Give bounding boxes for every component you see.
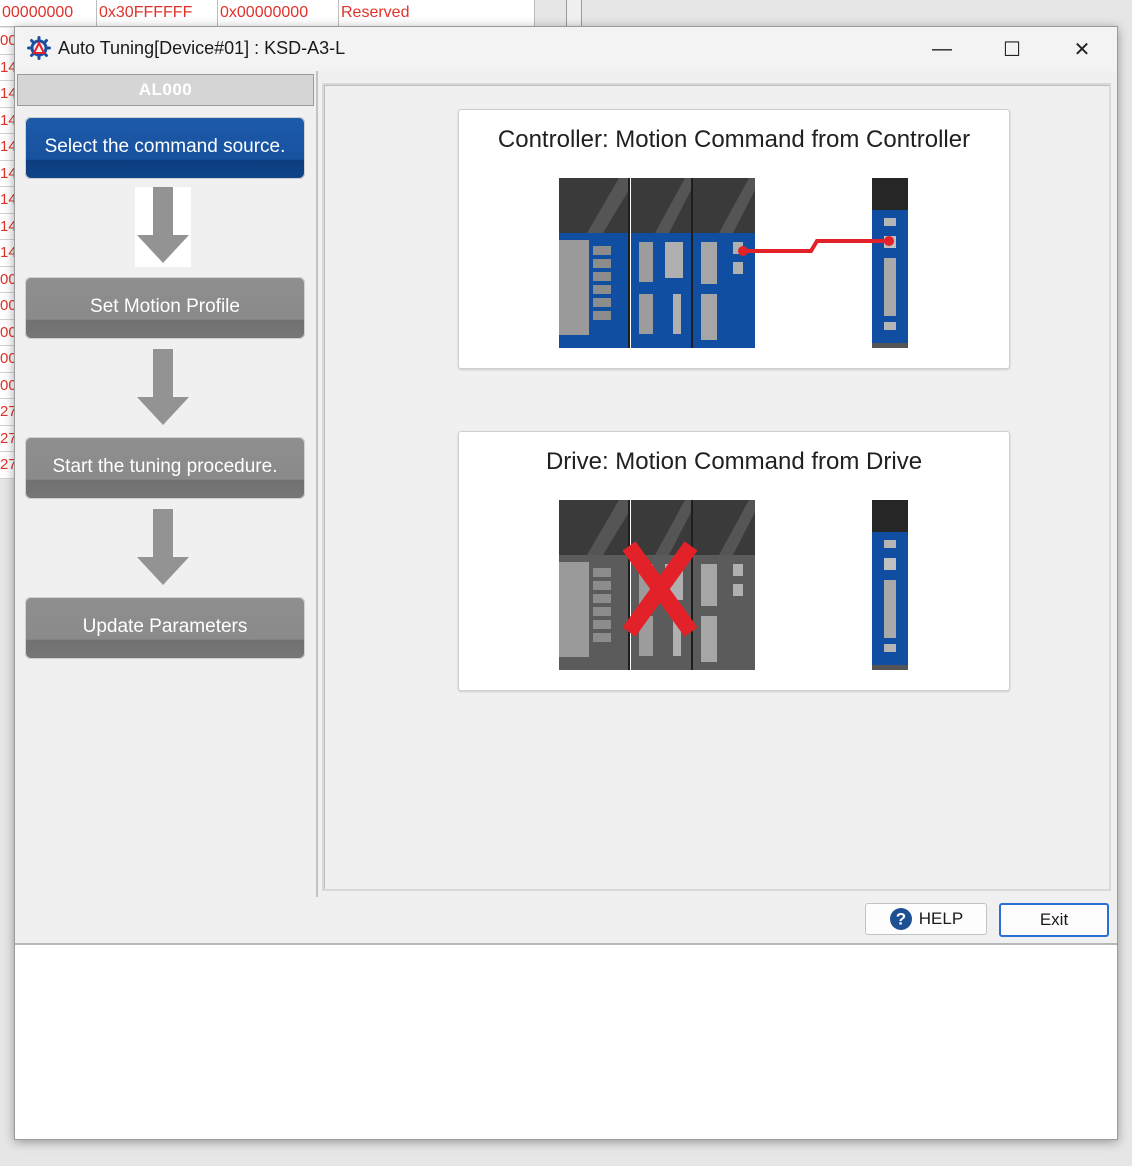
table-cell-fragment: 00 [0,266,14,293]
gear-icon [27,36,51,60]
table-cell-fragment: 14 [0,187,14,214]
table-cell-fragment: 27 [0,452,14,479]
option-title: Drive: Motion Command from Drive [545,448,923,475]
drive-only-controller-disabled-icon [559,500,908,670]
table-cell-fragment: 14 [0,213,14,240]
step-set-motion-profile[interactable]: Set Motion Profile [25,277,305,339]
table-row: 00000000 0x30FFFFFF 0x00000000 Reserved [0,0,565,27]
maximize-icon: ☐ [1003,38,1021,61]
svg-text:?: ? [896,910,906,929]
table-cell-fragment: 14 [0,134,14,161]
table-cell: 0x00000000 [218,0,339,26]
table-cell-fragment: 14 [0,107,14,134]
help-label: HELP [918,909,964,928]
command-source-options: Controller: Motion Command from Controll… [322,83,1111,891]
table-cell-fragment: 00 [0,372,14,399]
button-bar: ? HELP Exit [15,897,1117,945]
auto-tuning-dialog: Auto Tuning[Device#01] : KSD-A3-L — ☐ ✕ … [14,26,1118,1140]
help-button[interactable]: ? HELP [865,903,987,935]
step-update-parameters[interactable]: Update Parameters [25,597,305,659]
down-arrow-icon [137,509,189,585]
message-area [15,945,1117,1139]
table-cell: Reserved [339,0,535,26]
table-cell-fragment: 14 [0,54,14,81]
alarm-status: AL000 [17,74,314,106]
step-start-tuning-procedure[interactable]: Start the tuning procedure. [25,437,305,499]
down-arrow-icon [135,187,191,267]
option-drive-card[interactable]: Drive: Motion Command from Drive [458,431,1010,691]
table-cell-fragment: 14 [0,160,14,187]
step-select-command-source[interactable]: Select the command source. [25,117,305,179]
table-cell-fragment: 00 [0,346,14,373]
exit-label: Exit [1039,910,1069,929]
help-icon: ? [889,908,912,930]
table-cell-fragment: 14 [0,81,14,108]
minimize-button[interactable]: — [907,27,977,71]
option-controller-card[interactable]: Controller: Motion Command from Controll… [458,109,1010,369]
window-title: Auto Tuning[Device#01] : KSD-A3-L [58,38,346,58]
maximize-button[interactable]: ☐ [977,27,1047,71]
table-cell: 00000000 [0,0,97,26]
table-cell-fragment: 27 [0,425,14,452]
close-button[interactable]: ✕ [1047,27,1117,71]
table-cell-fragment: 14 [0,240,14,267]
table-cell-fragment: 27 [0,399,14,426]
table-cell-fragment: 00 [0,28,14,55]
table-cell-fragment: 00 [0,293,14,320]
close-icon: ✕ [1073,38,1091,61]
background-table: 00000000 0x30FFFFFF 0x00000000 Reserved [0,0,565,27]
controller-to-drive-connection-icon [559,178,908,348]
table-cell-fragment: 00 [0,319,14,346]
down-arrow-icon [137,349,189,425]
background-row-fragments: 0014141414141414140000000000272727 [0,28,14,479]
background-scrollbar [566,0,582,26]
exit-button[interactable]: Exit [999,903,1109,937]
option-title: Controller: Motion Command from Controll… [497,126,971,153]
table-cell: 0x30FFFFFF [97,0,218,26]
title-bar[interactable]: Auto Tuning[Device#01] : KSD-A3-L — ☐ ✕ [15,27,1117,71]
tuning-steps-panel: AL000 Select the command source. Set Mot… [15,71,318,898]
minimize-icon: — [932,37,952,60]
